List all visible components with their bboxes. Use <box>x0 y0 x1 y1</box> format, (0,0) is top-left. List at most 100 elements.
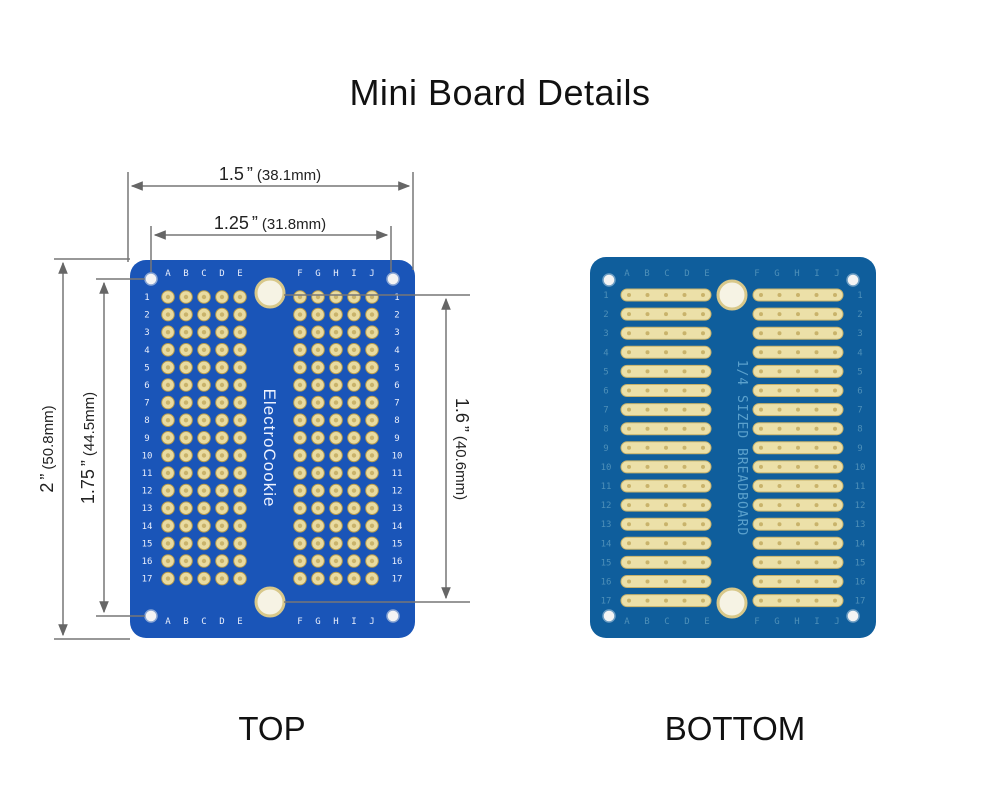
pad-hole <box>315 470 321 476</box>
pad-hole <box>183 488 189 493</box>
mount-hole-top-right <box>386 272 400 286</box>
row-label-right: 11 <box>392 469 403 479</box>
bottom-board-strip-grid <box>620 288 844 608</box>
strip-hole <box>627 445 631 450</box>
caption-top: TOP <box>238 710 306 747</box>
strip-hole <box>682 484 687 488</box>
pad-hole <box>183 435 189 440</box>
pad-hole <box>315 541 321 546</box>
pad-hole <box>237 294 243 300</box>
strip-hole <box>777 541 782 546</box>
row-label-right: 13 <box>392 504 403 514</box>
row-label-right: 14 <box>392 522 403 532</box>
strip-hole <box>814 579 819 584</box>
column-label-top: I <box>351 269 356 279</box>
strip-hole <box>796 407 800 412</box>
bottom-center-hole-bottom <box>716 587 748 619</box>
strip-hole <box>701 522 705 527</box>
pad-hole <box>351 294 357 300</box>
pad-hole <box>369 400 375 405</box>
pad-hole <box>165 418 171 423</box>
strip-hole <box>627 598 631 603</box>
strip-hole <box>777 350 782 355</box>
dim-height-outer-label: 2”(50.8mm) <box>37 405 57 492</box>
strip-hole <box>759 560 763 565</box>
bottom-column-label-top: E <box>704 269 709 279</box>
strip-hole <box>814 331 819 336</box>
pad-hole <box>297 365 303 370</box>
row-label-right: 3 <box>394 328 399 338</box>
column-label-bottom: I <box>351 617 356 627</box>
pad-hole <box>183 294 189 300</box>
pad-hole <box>237 541 243 546</box>
pad-hole <box>165 541 171 546</box>
bottom-row-label-right: 1 <box>857 291 862 301</box>
bottom-row-label-left: 14 <box>601 539 612 549</box>
strip-hole <box>777 312 782 317</box>
strip-hole <box>796 464 800 469</box>
column-label-top: J <box>369 269 374 279</box>
pad-hole <box>333 330 339 335</box>
strip-hole <box>777 579 782 584</box>
strip-hole <box>796 388 800 393</box>
strip-hole <box>814 426 819 431</box>
strip-hole <box>645 484 650 488</box>
strip-hole <box>645 331 650 336</box>
bottom-column-label-top: J <box>834 269 839 279</box>
strip-hole <box>814 541 819 546</box>
strip-hole <box>814 484 819 488</box>
strip-hole <box>627 369 631 374</box>
bottom-mount-hole-top-right <box>846 273 860 287</box>
row-label-left: 7 <box>144 399 149 409</box>
strip-hole <box>627 484 631 488</box>
strip-hole <box>833 598 837 603</box>
bottom-row-label-right: 14 <box>855 539 866 549</box>
pad-hole <box>297 470 303 476</box>
pad-hole <box>333 558 339 564</box>
dim-width-outer-label: 1.5”(38.1mm) <box>219 164 321 184</box>
strip-hole <box>814 312 819 317</box>
pad-hole <box>183 347 189 352</box>
strip-hole <box>627 331 631 336</box>
strip-hole <box>664 426 668 431</box>
row-label-left: 5 <box>144 363 149 373</box>
pad-hole <box>369 418 375 423</box>
strip-hole <box>814 464 819 469</box>
pad-hole <box>369 365 375 370</box>
pad-hole <box>333 488 339 493</box>
strip-hole <box>682 522 687 527</box>
bottom-row-label-left: 2 <box>603 310 608 320</box>
column-label-bottom: B <box>183 617 188 627</box>
pad-hole <box>183 470 189 476</box>
strip-hole <box>833 445 837 450</box>
column-label-top: A <box>165 269 171 279</box>
pad-hole <box>183 506 189 511</box>
pad-hole <box>237 435 243 440</box>
strip-hole <box>645 541 650 546</box>
pad-hole <box>201 488 207 493</box>
pad-hole <box>219 312 225 317</box>
strip-hole <box>682 369 687 374</box>
strip-hole <box>796 484 800 488</box>
bottom-row-label-right: 8 <box>857 425 862 435</box>
pad-hole <box>351 418 357 423</box>
pad-hole <box>297 330 303 335</box>
pad-hole <box>165 576 171 581</box>
strip-hole <box>796 369 800 374</box>
strip-hole <box>814 598 819 603</box>
pad-hole <box>333 453 339 458</box>
row-label-left: 10 <box>142 451 153 461</box>
pad-hole <box>333 523 339 528</box>
strip-hole <box>833 388 837 393</box>
bottom-row-label-left: 1 <box>603 291 608 301</box>
bottom-row-label-right: 4 <box>857 348 862 358</box>
column-label-bottom: A <box>165 617 171 627</box>
strip-hole <box>664 293 668 297</box>
pad-hole <box>201 312 207 317</box>
pad-hole <box>369 523 375 528</box>
strip-hole <box>759 369 763 374</box>
strip-hole <box>701 331 705 336</box>
pad-hole <box>297 382 303 388</box>
strip-hole <box>664 464 668 469</box>
